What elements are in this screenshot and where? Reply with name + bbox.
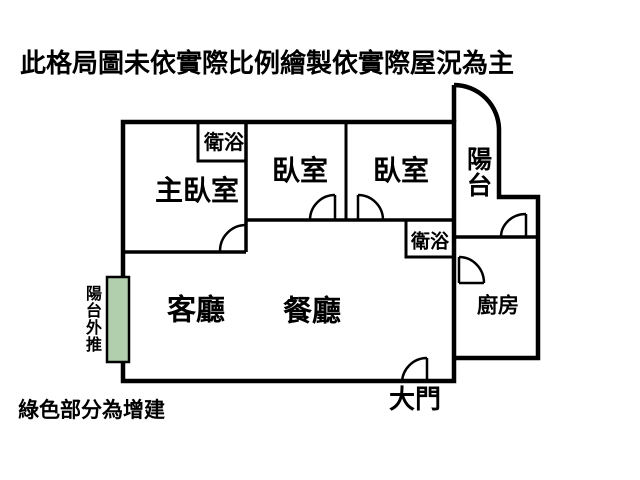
room-label-living-room: 客廳	[166, 294, 226, 327]
room-label-master-bedroom: 主臥室	[154, 175, 240, 206]
balcony-extension-label: 陽台外推	[83, 285, 100, 353]
balcony-extension-block	[105, 275, 131, 364]
bathroom-2-walls	[404, 220, 454, 259]
main-door-arc	[400, 356, 429, 384]
main-door-label: 大門	[388, 384, 442, 414]
room-label-bathroom-master: 衛浴	[204, 132, 244, 154]
master-bedroom-door-arc	[218, 223, 247, 252]
bedroom-2-door-arc	[308, 193, 337, 221]
room-label-bedroom-3: 臥室	[372, 155, 430, 186]
room-label-dining-room: 餐廳	[282, 295, 342, 328]
room-label-balcony: 陽台	[463, 146, 492, 198]
legend-note-green-addition: 綠色部分為增建	[18, 399, 165, 422]
master-bedroom-walls	[123, 122, 248, 254]
room-label-kitchen: 廚房	[477, 294, 519, 318]
balcony-door-arc	[499, 212, 528, 238]
balcony-kitchen-outline	[453, 82, 541, 361]
bedroom-3-door-arc	[356, 193, 385, 221]
bathroom-master-walls	[196, 122, 246, 163]
plan-disclaimer-title: 此格局圖未依實際比例繪製依實際屋況為主	[20, 48, 515, 78]
room-label-bathroom-2: 衛浴	[410, 231, 450, 253]
room-label-bedroom-2: 臥室	[271, 155, 329, 186]
kitchen-door-arc	[457, 255, 486, 285]
